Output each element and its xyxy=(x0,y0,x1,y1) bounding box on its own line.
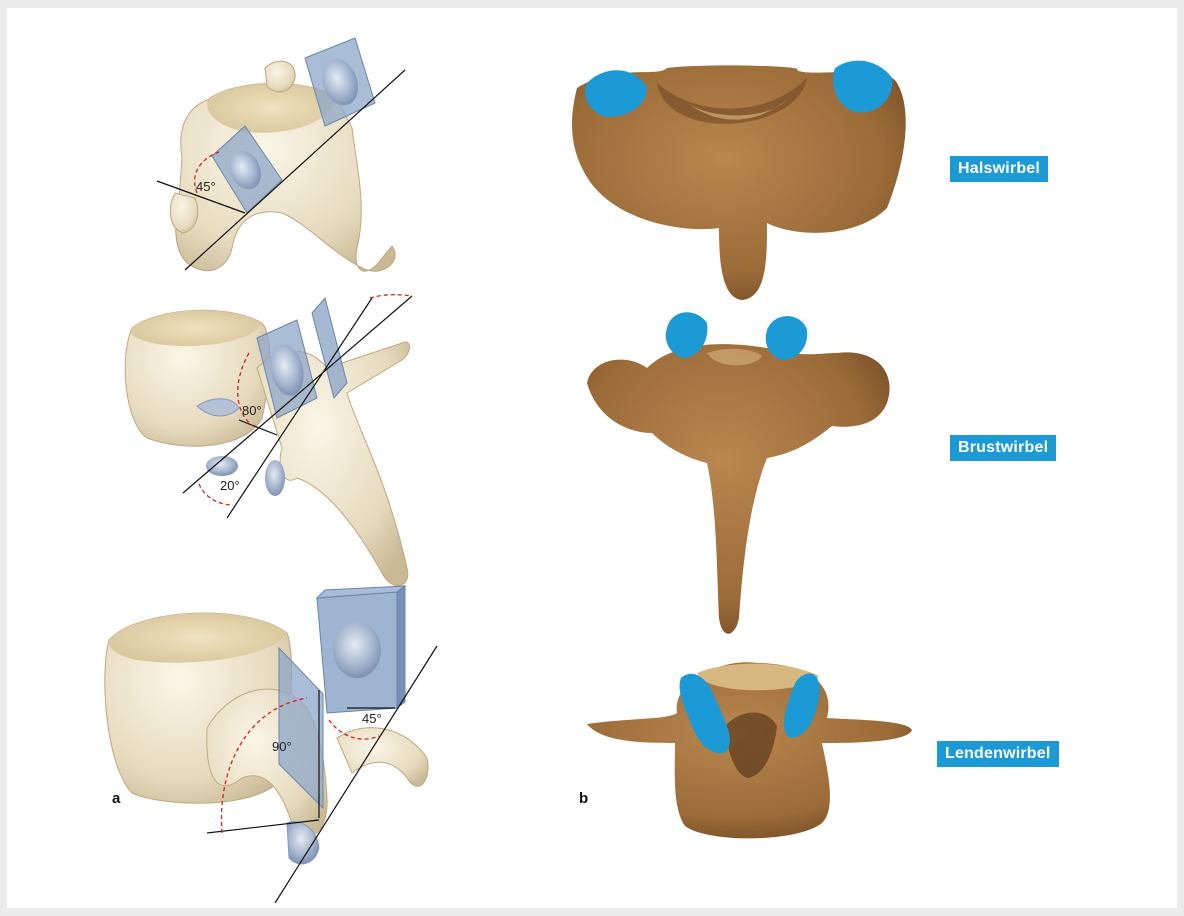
thoracic-angle-label-20: 20° xyxy=(220,478,240,493)
label-brustwirbel: Brustwirbel xyxy=(950,435,1056,461)
figure-panel: 45° 80° 20° xyxy=(7,8,1177,908)
thoracic-angle-label-80: 80° xyxy=(242,403,262,418)
lumbar-angle-label-45: 45° xyxy=(362,711,382,726)
label-lendenwirbel: Lendenwirbel xyxy=(937,741,1059,767)
lumbar-angle-label-90: 90° xyxy=(272,739,292,754)
lumbar-facet-plane-posterior xyxy=(317,586,405,713)
thoracic-vertebra-photo xyxy=(587,312,890,633)
cervical-angle-label: 45° xyxy=(196,179,216,194)
cervical-vertebra-photo xyxy=(572,61,906,300)
panel-b-letter: b xyxy=(579,790,588,807)
label-halswirbel: Halswirbel xyxy=(950,156,1048,182)
panel-a-letter: a xyxy=(112,790,120,807)
thoracic-facet-highlight-right xyxy=(766,316,807,360)
lumbar-vertebra-photo xyxy=(587,662,912,838)
